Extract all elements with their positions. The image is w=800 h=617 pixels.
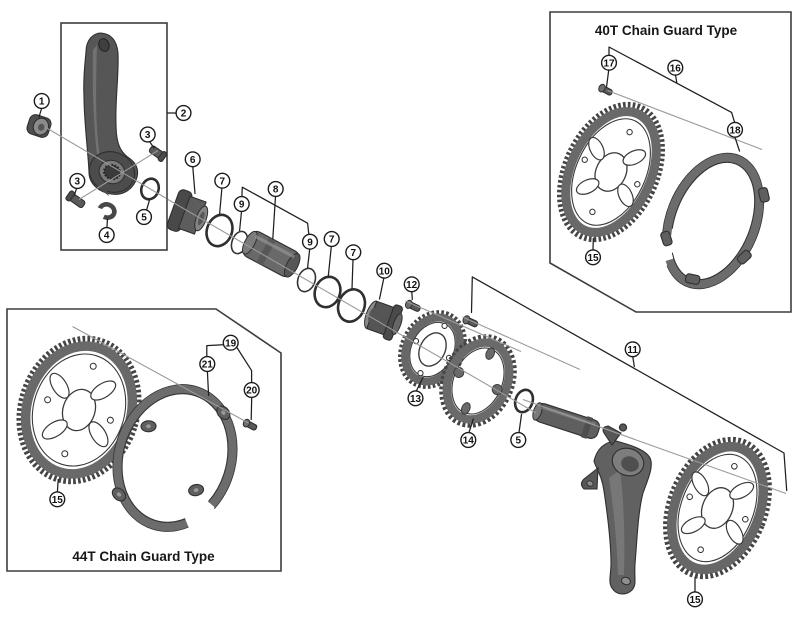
svg-text:11: 11 xyxy=(627,345,638,356)
callout-9a: 9 xyxy=(233,195,250,213)
callout-20: 20 xyxy=(243,381,260,399)
pinch-bolt-lower xyxy=(65,190,86,209)
svg-text:12: 12 xyxy=(406,280,418,291)
right-crank-assembly xyxy=(532,402,652,595)
svg-text:5: 5 xyxy=(141,213,147,224)
callout-15-40t: 15 xyxy=(584,249,602,266)
svg-text:16: 16 xyxy=(670,63,682,74)
leader-lines xyxy=(38,46,788,593)
callout-14: 14 xyxy=(460,431,477,449)
guard44-box xyxy=(6,308,282,572)
svg-text:7: 7 xyxy=(351,248,357,259)
callout-16: 16 xyxy=(667,59,684,76)
callout-3-lower: 3 xyxy=(69,172,86,190)
bearing-cup-left xyxy=(166,189,209,235)
callout-17: 17 xyxy=(600,54,618,71)
svg-text:15: 15 xyxy=(587,253,599,264)
svg-text:9: 9 xyxy=(239,200,245,211)
callout-9b: 9 xyxy=(301,233,319,250)
guard-boss xyxy=(111,405,231,502)
svg-text:4: 4 xyxy=(104,231,110,242)
svg-text:8: 8 xyxy=(273,185,279,196)
callout-19: 19 xyxy=(222,334,239,351)
callout-5-left: 5 xyxy=(135,208,153,226)
chain-guard-44t xyxy=(111,384,238,532)
chainring-15-40t xyxy=(557,101,665,243)
callout-15-main: 15 xyxy=(686,591,704,608)
axis-lines xyxy=(44,89,787,495)
o-ring-5-right xyxy=(513,388,535,414)
chainring-15-main xyxy=(663,436,772,580)
callout-1: 1 xyxy=(33,92,50,110)
svg-text:7: 7 xyxy=(220,176,226,187)
callout-8: 8 xyxy=(267,180,284,198)
spacer-9b xyxy=(296,267,317,293)
stopper-plate xyxy=(97,202,117,220)
svg-text:13: 13 xyxy=(410,394,422,405)
guard-bolt-17 xyxy=(598,83,613,96)
callout-7c: 7 xyxy=(345,244,362,261)
callout-11: 11 xyxy=(624,341,641,358)
svg-text:3: 3 xyxy=(145,130,151,141)
callout-7a: 7 xyxy=(214,172,231,189)
callout-18: 18 xyxy=(726,121,744,138)
o-ring-7b xyxy=(313,275,342,309)
callout-2: 2 xyxy=(175,104,192,122)
bearing-cup-right xyxy=(364,300,403,341)
svg-text:14: 14 xyxy=(463,436,475,447)
guard40-title: 40T Chain Guard Type xyxy=(595,23,738,38)
callout-13: 13 xyxy=(407,390,424,407)
svg-text:6: 6 xyxy=(190,155,196,166)
svg-text:7: 7 xyxy=(329,235,335,246)
svg-text:21: 21 xyxy=(202,360,214,371)
svg-text:9: 9 xyxy=(307,237,313,248)
svg-text:15: 15 xyxy=(52,495,64,506)
svg-text:18: 18 xyxy=(729,125,741,136)
svg-text:20: 20 xyxy=(246,386,258,397)
svg-text:2: 2 xyxy=(181,109,187,120)
o-ring-5-left xyxy=(139,177,161,201)
o-ring-7a xyxy=(205,213,234,248)
crank-cap xyxy=(26,114,52,138)
callout-3-upper: 3 xyxy=(139,126,156,143)
callout-5-right: 5 xyxy=(510,431,527,449)
callout-7b: 7 xyxy=(323,230,340,248)
svg-text:1: 1 xyxy=(39,97,45,108)
svg-text:3: 3 xyxy=(75,177,81,188)
svg-text:10: 10 xyxy=(379,266,391,277)
callout-4: 4 xyxy=(98,226,115,244)
guard40-box xyxy=(549,11,792,313)
callout-21: 21 xyxy=(199,355,216,373)
pinch-bolt-upper xyxy=(148,145,168,163)
o-ring-7c xyxy=(336,288,367,323)
chain-guard-40t xyxy=(660,152,770,290)
callout-10: 10 xyxy=(376,262,393,279)
guard44-title: 44T Chain Guard Type xyxy=(72,549,215,564)
svg-text:15: 15 xyxy=(689,595,701,606)
callout-15-44t: 15 xyxy=(49,491,66,508)
callout-6: 6 xyxy=(184,151,201,168)
svg-text:17: 17 xyxy=(603,58,615,69)
left-crank-arm xyxy=(83,32,139,196)
svg-text:5: 5 xyxy=(516,436,522,447)
callout-12: 12 xyxy=(403,276,420,293)
inner-cover-tube xyxy=(241,230,301,278)
svg-text:19: 19 xyxy=(225,338,237,349)
